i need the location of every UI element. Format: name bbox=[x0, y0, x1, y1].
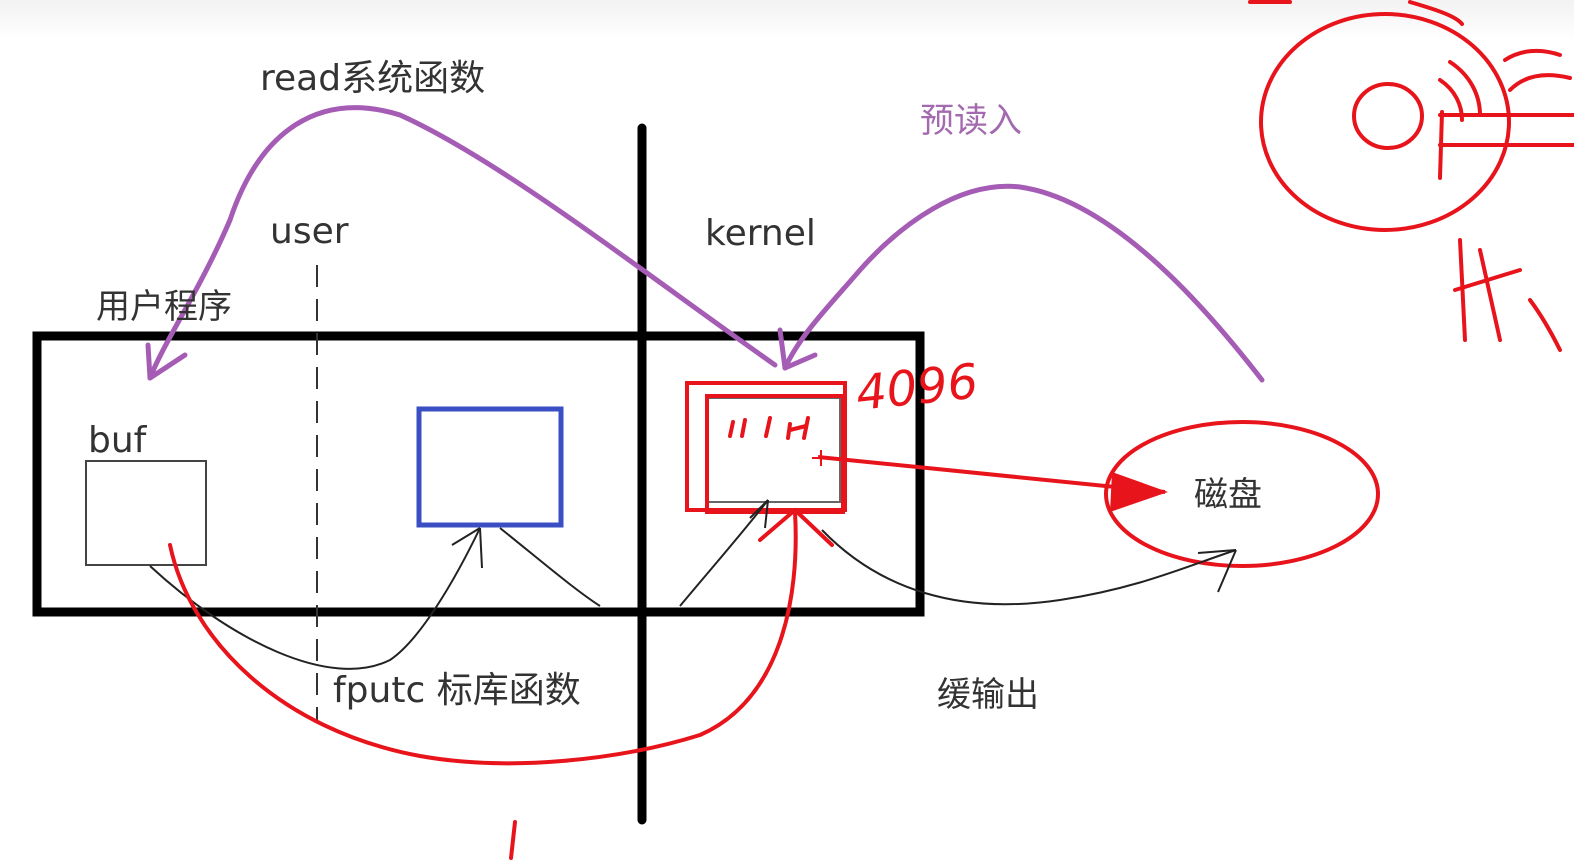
read-ahead-arc bbox=[782, 183, 1265, 383]
disk-ellipse bbox=[1104, 420, 1380, 568]
write-path-3 bbox=[679, 499, 769, 607]
red-stray-mark-bottom bbox=[509, 820, 517, 860]
read-ahead-label: 预读入 bbox=[920, 101, 1022, 141]
kernel-buffer-box bbox=[707, 397, 841, 503]
user-program-label: 用户程序 bbox=[96, 287, 232, 327]
buf-label: buf bbox=[88, 420, 148, 461]
kernel-buffer-scribble bbox=[728, 416, 810, 440]
flush-arrowhead bbox=[1110, 472, 1168, 512]
buffered-output-label: 缓输出 bbox=[937, 675, 1039, 715]
flush-arrow-line bbox=[817, 455, 1166, 494]
memory-box bbox=[32, 331, 925, 617]
kernel-label: kernel bbox=[705, 213, 816, 254]
write-path-2 bbox=[499, 527, 601, 607]
read-ahead-arrowhead bbox=[777, 327, 818, 371]
read-path-arc bbox=[147, 105, 778, 381]
stdlib-buffer-box bbox=[416, 406, 564, 528]
buffer-size-annotation: 4096 bbox=[853, 353, 980, 421]
red-loop-arc bbox=[168, 510, 798, 766]
write-path-4 bbox=[821, 529, 1237, 606]
user-label: user bbox=[270, 211, 349, 252]
read-function-label: read系统函数 bbox=[260, 58, 485, 99]
fputc-function-label: fputc 标库函数 bbox=[333, 670, 581, 711]
read-arrowhead-buf bbox=[145, 342, 188, 381]
red-stray-mark-top bbox=[1248, 0, 1464, 26]
write-path-1 bbox=[149, 527, 481, 670]
write-arrowhead-3 bbox=[1197, 549, 1237, 593]
write-arrowhead-2 bbox=[749, 499, 769, 529]
flush-arrow-tail bbox=[812, 450, 830, 466]
write-arrowhead-1 bbox=[451, 527, 483, 569]
disk-label: 磁盘 bbox=[1194, 475, 1262, 515]
disk-sketch bbox=[1259, 12, 1574, 352]
buf-box bbox=[85, 460, 207, 566]
kernel-buffer-highlight-inner bbox=[705, 394, 845, 514]
red-loop-arrowhead bbox=[758, 508, 834, 547]
